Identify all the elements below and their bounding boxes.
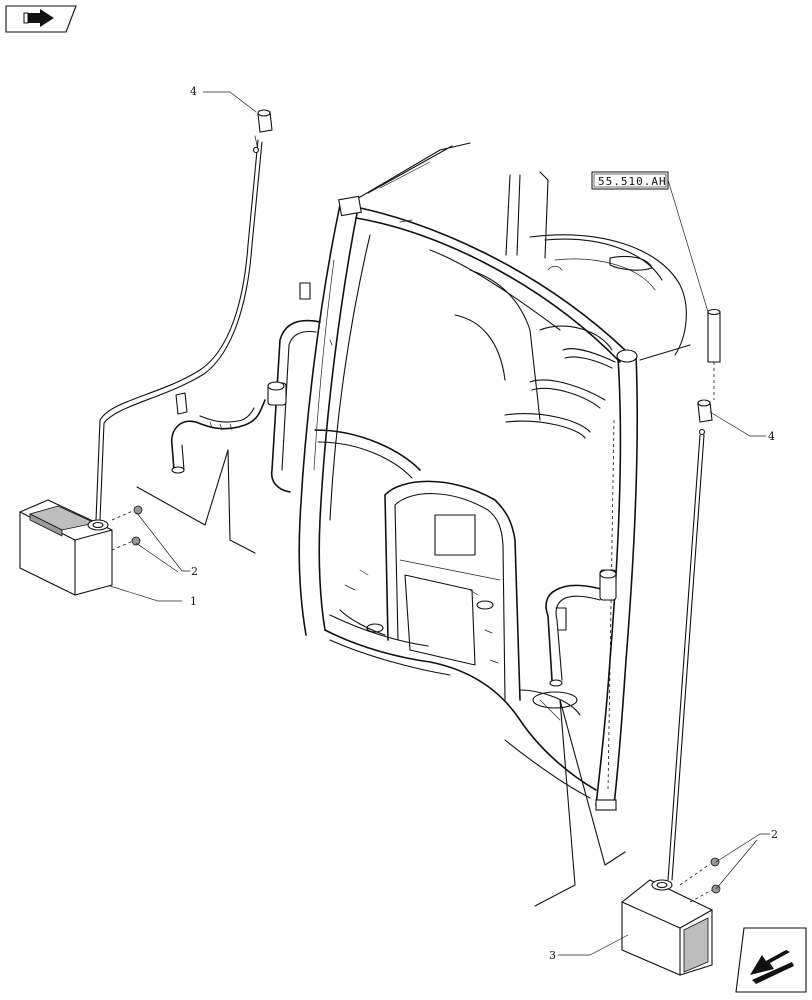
left-washer-hose xyxy=(95,135,263,521)
floor-sill-detail xyxy=(519,689,581,721)
reference-label: 55.510.AH xyxy=(598,175,667,188)
right-fasteners xyxy=(679,857,721,903)
callout-4-left: 4 xyxy=(190,85,197,98)
arrow-down-left-icon xyxy=(750,950,794,984)
left-handrail xyxy=(267,319,321,493)
right-washer-connector xyxy=(707,308,721,400)
callout-4-right: 4 xyxy=(768,430,775,443)
door-handle-rails xyxy=(504,348,616,439)
callout-3: 3 xyxy=(549,949,556,962)
right-washer-hose xyxy=(667,428,706,881)
callout-2-right: 2 xyxy=(771,828,778,841)
callout-2-left: 2 xyxy=(191,565,198,578)
left-washer-reservoir xyxy=(19,499,113,596)
arrow-right-icon xyxy=(23,9,54,27)
left-washer-nozzle xyxy=(257,109,273,133)
right-washer-reservoir xyxy=(621,879,713,976)
next-page-button[interactable] xyxy=(735,927,807,993)
right-washer-nozzle xyxy=(697,399,713,423)
assembly-indicator-lines xyxy=(136,449,626,907)
callout-1: 1 xyxy=(190,595,197,608)
right-wash-tube xyxy=(545,569,617,687)
reference-label-box[interactable]: 55.510.AH xyxy=(591,171,669,190)
left-wash-tube xyxy=(171,392,266,474)
left-fasteners xyxy=(111,505,143,551)
leader-lines xyxy=(109,91,771,956)
cab-frame xyxy=(298,142,691,811)
previous-page-button[interactable] xyxy=(5,5,77,33)
